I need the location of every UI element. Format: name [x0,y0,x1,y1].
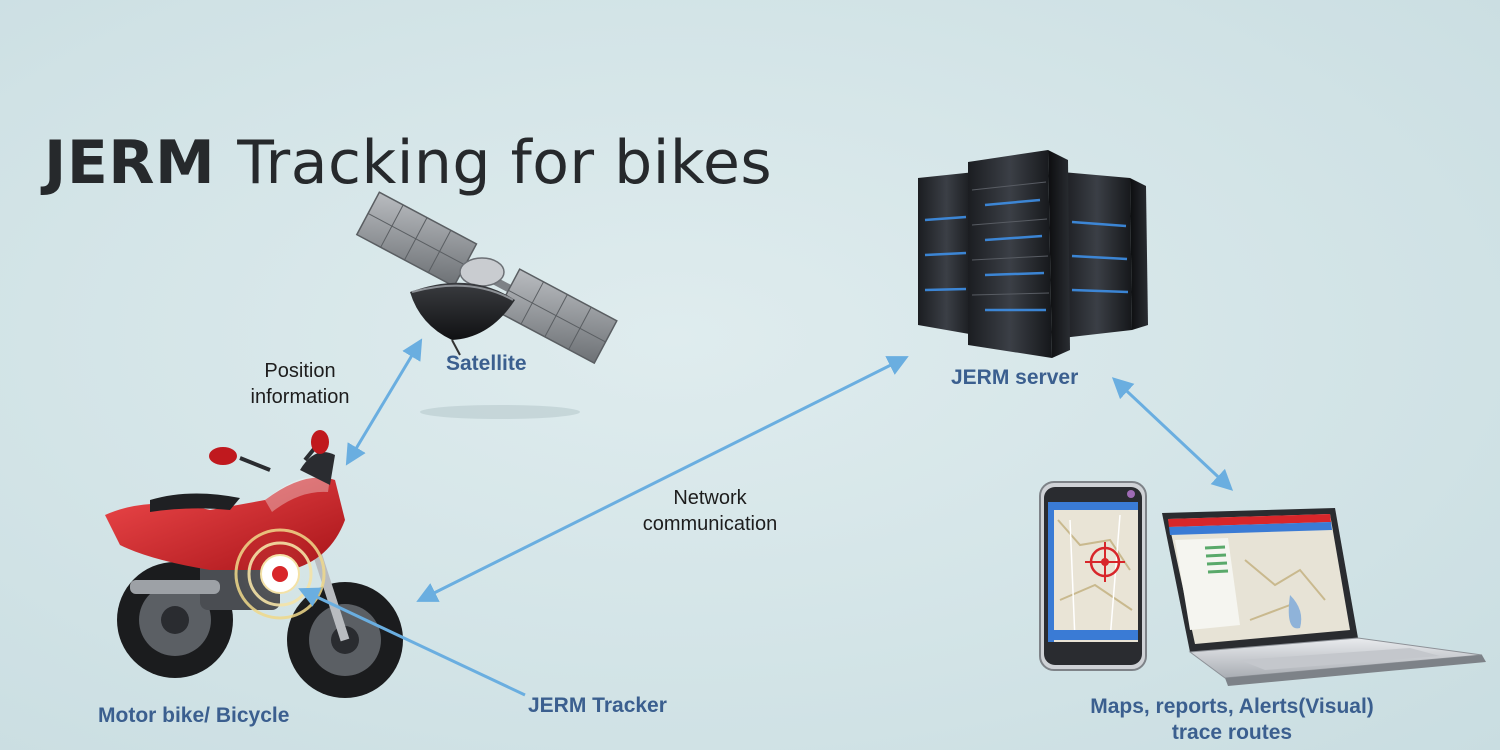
tracker-label: JERM Tracker [528,694,667,717]
laptop-illustration [1162,508,1486,686]
network-communication-label: Network communication [620,485,800,537]
position-information-label: Position information [230,358,370,410]
title-brand: JERM [44,128,216,198]
position-label-line2: information [250,386,350,408]
arrow-tracker-pointer [298,587,526,697]
arrows [298,338,1234,697]
position-label-line1: Position [264,360,336,382]
outputs-label: Maps, reports, Alerts(Visual) trace rout… [1062,694,1402,746]
title-text: Tracking for bikes [237,128,773,198]
motorbike-illustration [105,430,403,698]
outputs-label-line2: trace routes [1171,721,1293,744]
satellite-label: Satellite [446,352,527,375]
arrow-bike-satellite [345,338,423,466]
arrow-bike-server [416,356,909,602]
satellite-illustration [355,191,618,419]
vehicle-label: Motor bike/ Bicycle [98,704,290,727]
arrow-server-devices [1111,377,1234,491]
network-label-line1: Network [673,487,747,509]
phone-illustration [1039,481,1147,671]
outputs-label-line1: Maps, reports, Alerts(Visual) [1090,695,1374,718]
page-title: JERM Tracking for bikes [44,128,772,198]
server-illustration [918,150,1148,358]
server-label: JERM server [951,366,1079,389]
network-label-line2: communication [642,513,778,535]
